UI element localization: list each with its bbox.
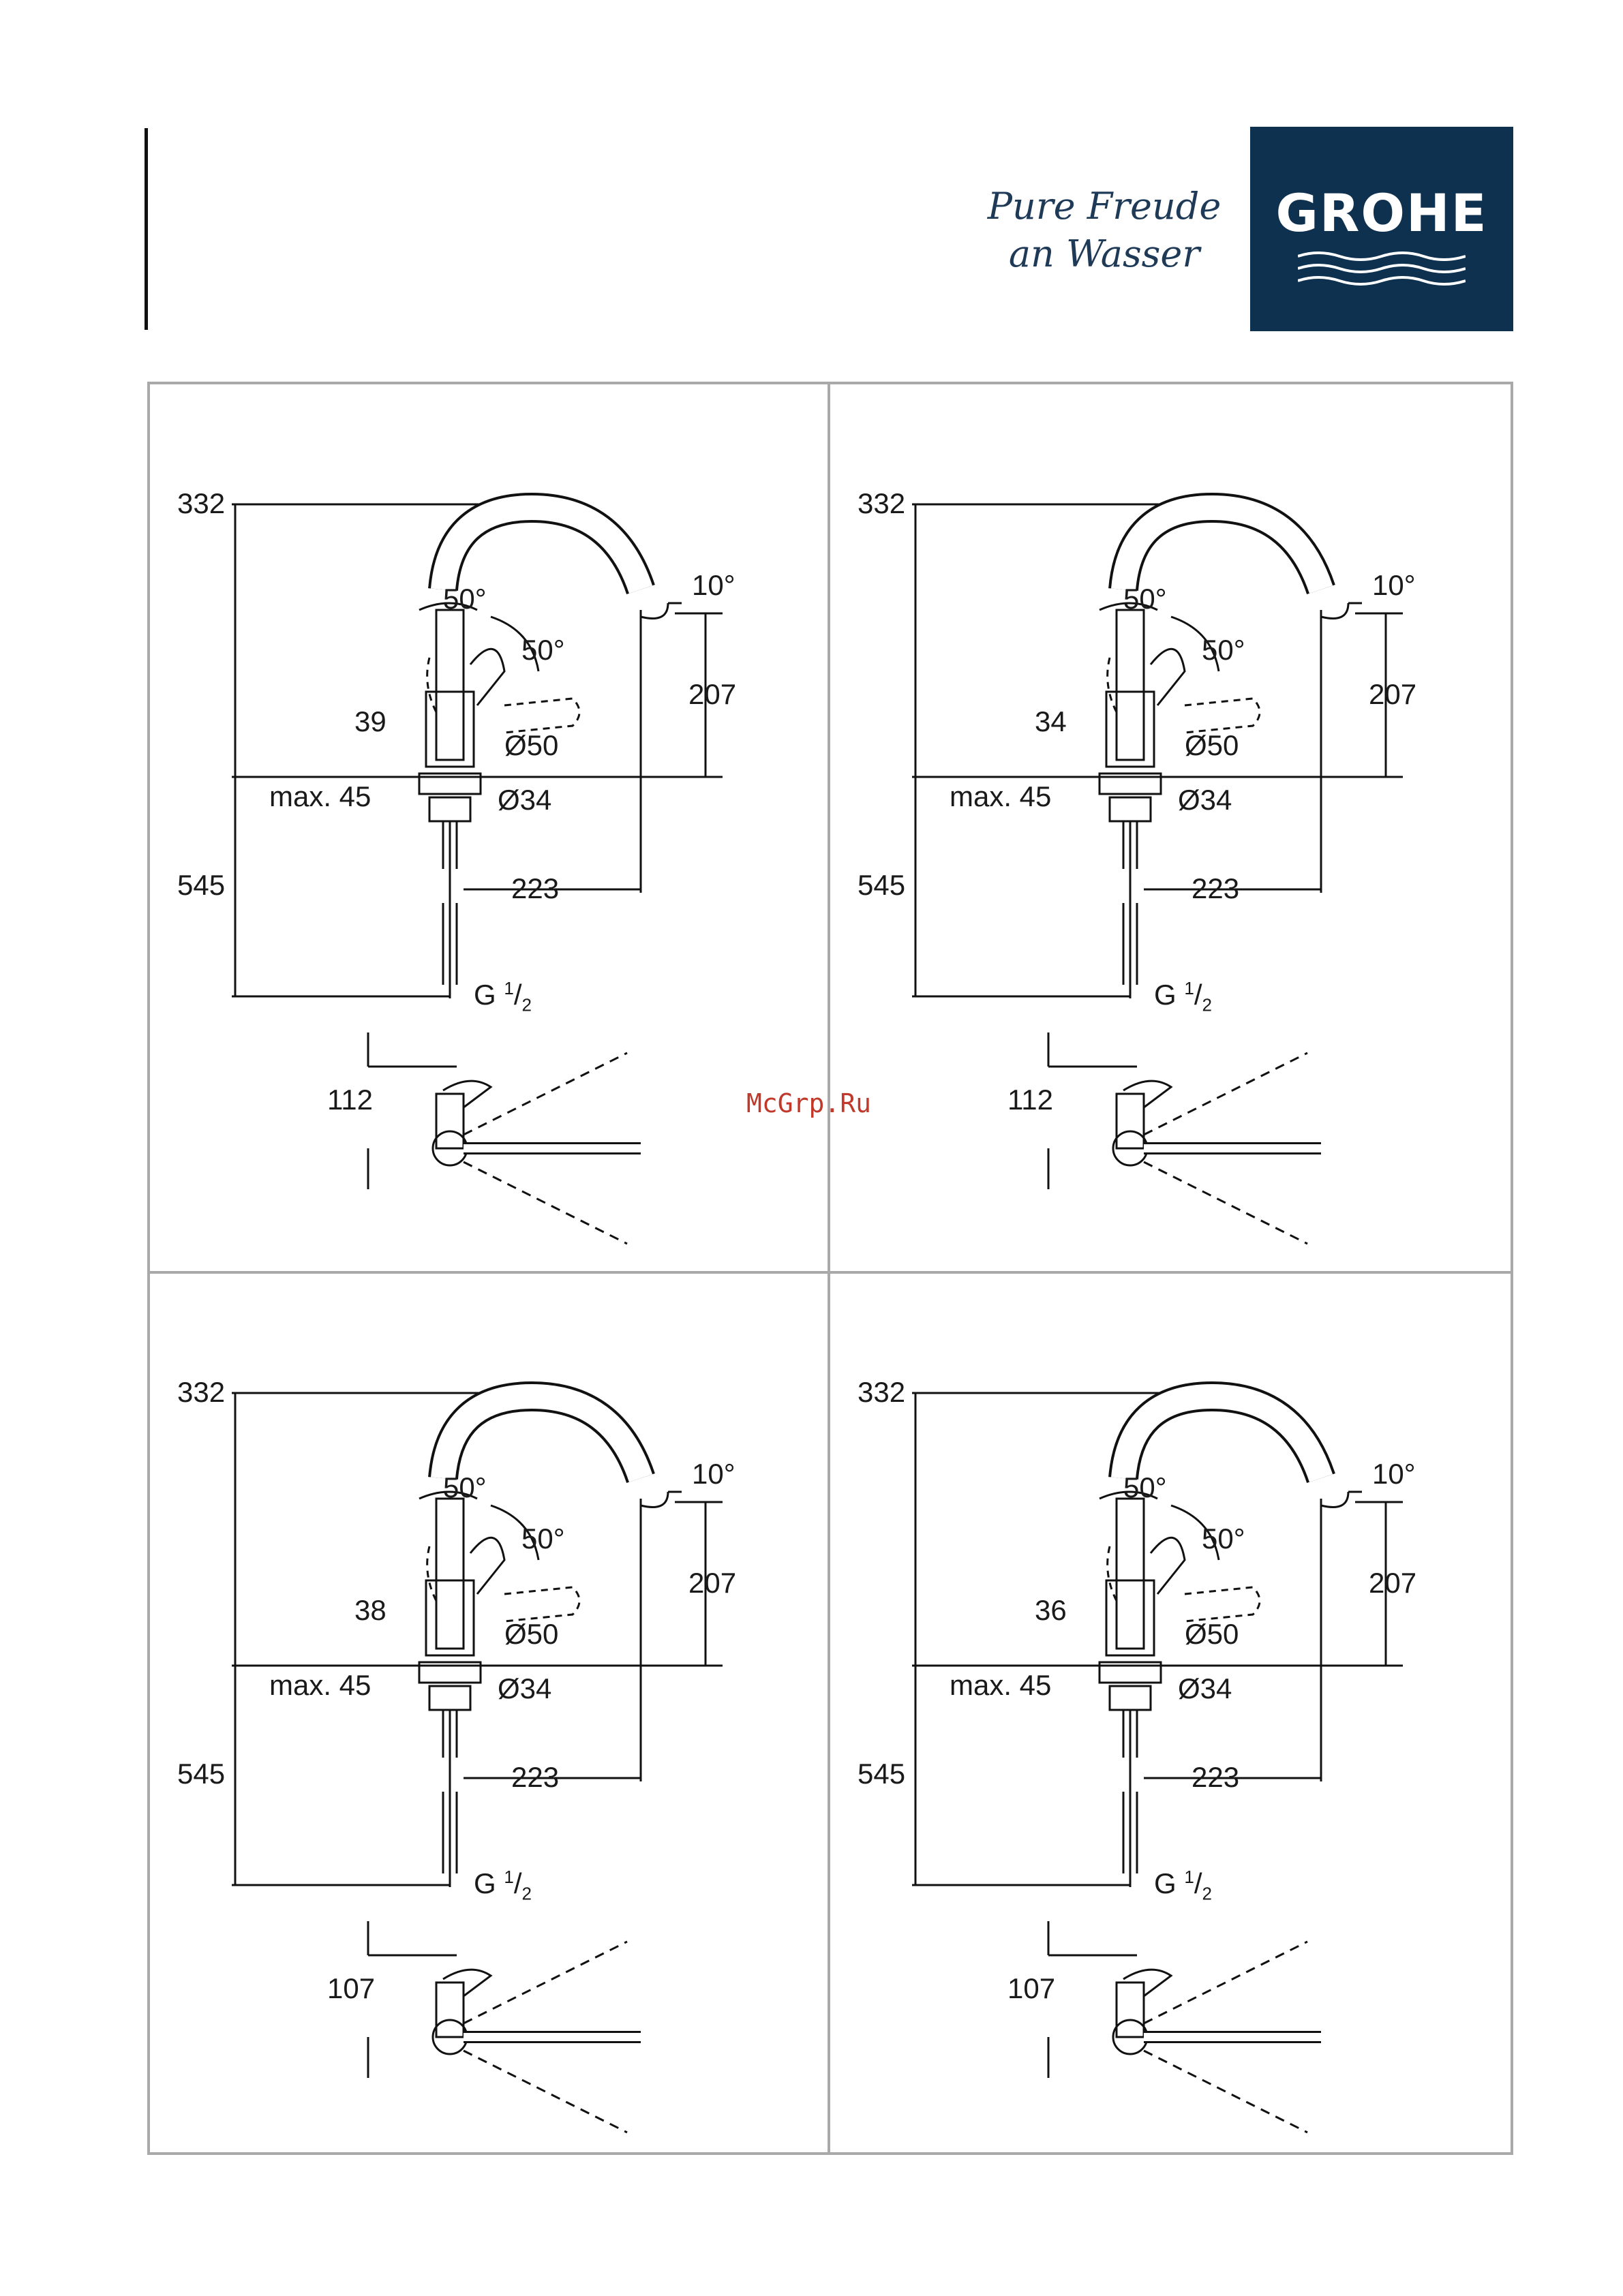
dim-angle-spout: 10° [1372,569,1416,602]
thread-letter: G [1154,979,1177,1011]
thread-sub: 2 [521,1883,531,1903]
faucet-diagram [150,385,825,1264]
faucet-drawing-2: 332 207 50° 50° 10° 34 Ø50 Ø34 max. 45 5… [830,385,1512,1271]
dim-depth: 112 [327,1084,373,1116]
dim-height-total: 332 [858,487,905,520]
dim-lever-offset: 38 [354,1594,386,1627]
dim-angle-lever-2: 50° [1202,634,1245,667]
dim-depth: 107 [1007,1972,1055,2005]
dim-spout-height: 207 [1369,678,1416,711]
dim-angle-lever-2: 50° [1202,1522,1245,1555]
thread-sub: 2 [1202,1883,1211,1903]
dim-reach: 223 [511,1761,559,1794]
dim-hose-length: 545 [858,869,905,902]
dim-height-total: 332 [177,1376,225,1409]
thread-sup: 1 [504,1867,513,1887]
thread-sup: 1 [1184,978,1194,998]
dim-angle-lever-1: 50° [443,583,487,615]
logo-waves-icon [1298,249,1466,290]
dim-base-diameter: Ø34 [1178,784,1232,816]
dim-height-total: 332 [177,487,225,520]
thread-letter: G [474,1867,496,1899]
faucet-diagram [150,1274,825,2153]
dim-angle-spout: 10° [692,569,735,602]
dim-reach: 223 [1192,872,1239,905]
faucet-drawing-3: 332 207 50° 50° 10° 38 Ø50 Ø34 max. 45 5… [150,1274,832,2160]
slogan-line-1: Pure Freude [982,183,1227,230]
brand-slogan: Pure Freude an Wasser [982,183,1227,278]
logo-wordmark: GROHE [1250,183,1513,243]
dim-base-diameter: Ø34 [498,784,551,816]
faucet-drawing-1: 332 207 50° 50° 10° 39 Ø50 Ø34 max. 45 5… [150,385,832,1271]
thread-sub: 2 [521,994,531,1015]
dim-spout-height: 207 [1369,1567,1416,1599]
dim-lever-offset: 39 [354,705,386,738]
header-rule [145,128,148,330]
dim-max-deck: max. 45 [950,780,1051,813]
dim-angle-spout: 10° [692,1458,735,1490]
dim-reach: 223 [511,872,559,905]
dim-thread: G 1/2 [1154,1867,1212,1904]
dim-thread: G 1/2 [474,978,532,1015]
watermark: McGrp.Ru [746,1088,871,1118]
dim-base-diameter: Ø34 [498,1672,551,1705]
dim-depth: 107 [327,1972,375,2005]
dim-thread: G 1/2 [1154,978,1212,1015]
thread-letter: G [1154,1867,1177,1899]
dim-thread: G 1/2 [474,1867,532,1904]
dim-body-diameter: Ø50 [1185,729,1239,762]
dim-reach: 223 [1192,1761,1239,1794]
dim-body-diameter: Ø50 [1185,1618,1239,1651]
slogan-line-2: an Wasser [982,230,1227,278]
thread-letter: G [474,979,496,1011]
faucet-drawing-4: 332 207 50° 50° 10° 36 Ø50 Ø34 max. 45 5… [830,1274,1512,2160]
dim-angle-spout: 10° [1372,1458,1416,1490]
dim-angle-lever-2: 50° [521,1522,565,1555]
dim-angle-lever-2: 50° [521,634,565,667]
thread-sub: 2 [1202,994,1211,1015]
dim-spout-height: 207 [688,678,736,711]
dim-base-diameter: Ø34 [1178,1672,1232,1705]
thread-sup: 1 [1184,1867,1194,1887]
dim-max-deck: max. 45 [269,1669,371,1702]
faucet-diagram [830,385,1505,1264]
dim-depth: 112 [1007,1084,1053,1116]
dim-angle-lever-1: 50° [443,1471,487,1504]
dim-height-total: 332 [858,1376,905,1409]
dim-lever-offset: 34 [1035,705,1067,738]
grohe-logo: GROHE [1250,127,1513,331]
dim-spout-height: 207 [688,1567,736,1599]
dim-body-diameter: Ø50 [504,729,558,762]
dim-angle-lever-1: 50° [1123,583,1167,615]
dim-hose-length: 545 [858,1758,905,1790]
dim-angle-lever-1: 50° [1123,1471,1167,1504]
dim-max-deck: max. 45 [950,1669,1051,1702]
dim-body-diameter: Ø50 [504,1618,558,1651]
faucet-diagram [830,1274,1505,2153]
dim-hose-length: 545 [177,1758,225,1790]
dim-hose-length: 545 [177,869,225,902]
dim-lever-offset: 36 [1035,1594,1067,1627]
thread-sup: 1 [504,978,513,998]
dim-max-deck: max. 45 [269,780,371,813]
